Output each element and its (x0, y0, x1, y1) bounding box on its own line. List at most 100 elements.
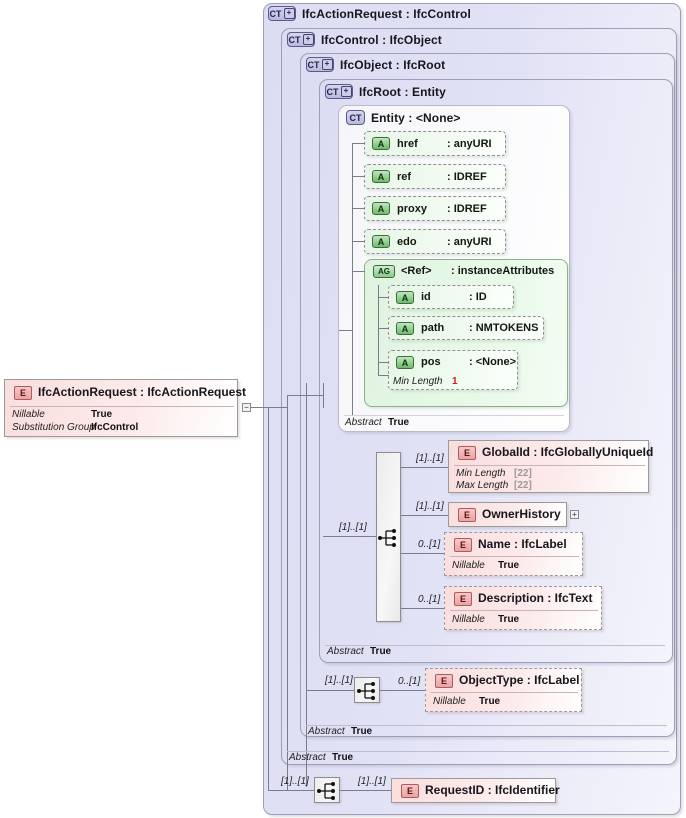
root-element-title: IfcActionRequest : IfcActionRequest (38, 385, 247, 399)
sequence-icon-ifcobject[interactable] (354, 677, 380, 703)
panel-title-entity: Entity : <None> (371, 111, 461, 125)
sequence-icon-root[interactable] (314, 777, 340, 803)
attribute-path[interactable]: A path : NMTOKENS (388, 316, 544, 340)
ifcobject-abstract-value: True (351, 726, 373, 737)
element-icon: E (435, 674, 453, 688)
attribute-icon: A (396, 322, 414, 335)
attribute-name: proxy (397, 203, 427, 215)
element-title: OwnerHistory (482, 507, 561, 521)
expand-icon[interactable]: + (302, 34, 314, 45)
connector-href (352, 143, 365, 144)
element-requestid[interactable]: E RequestID : IfcIdentifier (391, 778, 560, 803)
sequence-icon-ifcroot[interactable] (376, 452, 401, 622)
attribute-type: : IDREF (447, 203, 487, 215)
attribute-type: : <None> (469, 356, 517, 368)
root-element-prop-value-1: IfcControl (91, 422, 139, 433)
ownerhistory-expand-toggle[interactable]: + (570, 510, 579, 519)
attribute-icon: A (396, 291, 414, 304)
element-prop-key-0: Nillable (452, 614, 485, 625)
attribute-group-name: <Ref> (401, 265, 432, 277)
entity-abstract-value: True (388, 417, 410, 428)
attribute-pos[interactable]: A pos : <None> Min Length 1 (388, 350, 518, 390)
connector-id (378, 297, 389, 298)
expand-icon[interactable]: + (321, 59, 333, 70)
connector-objecttype (380, 690, 426, 691)
attribute-type: : IDREF (447, 171, 487, 183)
connector-proxy (352, 208, 365, 209)
panel-title-ifcroot: IfcRoot : Entity (359, 85, 446, 99)
element-icon: E (401, 784, 419, 798)
attribute-ref[interactable]: A ref : IDREF (364, 164, 506, 189)
connector-root-seq-v (268, 407, 269, 791)
connector-requestid (340, 790, 392, 791)
complextype-icon-ifccontrol[interactable]: CT+ (287, 32, 315, 47)
ifcroot-abstract-rule (325, 645, 665, 646)
element-icon: E (458, 446, 476, 460)
element-ownerhistory[interactable]: E OwnerHistory (448, 502, 567, 527)
connector-into-root-seq (268, 790, 315, 791)
root-element-box[interactable]: E IfcActionRequest : IfcActionRequest Ni… (4, 379, 246, 437)
connector-attr-trunk-in (339, 330, 353, 331)
connector-ref (352, 176, 365, 177)
connector-stack-h1 (287, 395, 323, 396)
occurrence-ownerhistory: [1]..[1] (416, 501, 444, 512)
attribute-prop-value: 1 (452, 376, 458, 387)
attribute-type: : anyURI (447, 236, 492, 248)
element-name[interactable]: E Name : IfcLabel Nillable True (444, 532, 583, 576)
attribute-name: pos (421, 356, 441, 368)
connector-pos (378, 362, 389, 363)
connector-entity-trunk (306, 383, 307, 787)
element-prop-value-0: [22] (514, 468, 532, 479)
connector-root-to-panels (251, 407, 287, 408)
connector-ifcobject-trunk (287, 395, 288, 790)
occurrence-globalid: [1]..[1] (416, 453, 444, 464)
attribute-prop-key: Min Length (393, 376, 443, 387)
panel-title-ifccontrol: IfcControl : IfcObject (321, 33, 442, 47)
attribute-type: : ID (469, 291, 487, 303)
element-prop-value-0: True (498, 614, 520, 625)
connector-globalid (401, 467, 449, 468)
connector-path (378, 328, 389, 329)
attribute-id[interactable]: A id : ID (388, 285, 514, 309)
element-icon: E (458, 508, 476, 522)
ifccontrol-abstract-key: Abstract (289, 752, 326, 763)
occurrence-requestid: [1]..[1] (358, 776, 386, 787)
attribute-href[interactable]: A href : anyURI (364, 131, 506, 156)
occurrence-root-sequence: [1]..[1] (281, 776, 309, 787)
entity-abstract-rule (344, 415, 564, 416)
occurrence-objecttype: 0..[1] (398, 676, 421, 687)
element-prop-key-0: Min Length (456, 468, 506, 479)
complextype-icon-ifcactionrequest[interactable]: CT+ (268, 6, 296, 21)
element-objecttype[interactable]: E ObjectType : IfcLabel Nillable True (425, 668, 582, 712)
attribute-proxy[interactable]: A proxy : IDREF (364, 196, 506, 221)
element-title: GlobalId : IfcGloballyUniqueId (482, 445, 654, 459)
connector-into-ifcroot-seq (323, 536, 377, 537)
complextype-icon-ifcroot[interactable]: CT+ (325, 84, 353, 99)
complextype-icon-entity[interactable]: CT (346, 110, 365, 125)
attribute-name: path (421, 322, 445, 334)
element-globalid[interactable]: E GlobalId : IfcGloballyUniqueId Min Len… (448, 440, 653, 493)
attribute-edo[interactable]: A edo : anyURI (364, 229, 506, 254)
ifccontrol-abstract-rule (287, 751, 669, 752)
complextype-icon-ifcobject[interactable]: CT+ (306, 57, 334, 72)
expand-icon[interactable]: + (340, 86, 352, 97)
element-prop-value-0: True (479, 696, 501, 707)
attribute-icon: A (372, 202, 390, 215)
element-prop-key-1: Max Length (456, 480, 509, 491)
panel-title-ifcactionrequest: IfcActionRequest : IfcControl (302, 7, 471, 21)
panel-title-ifcobject: IfcObject : IfcRoot (340, 58, 446, 72)
attribute-name: edo (397, 236, 417, 248)
root-element-prop-value-0: True (91, 409, 113, 420)
attribute-icon: A (372, 170, 390, 183)
connector-refgroup (352, 271, 365, 272)
expand-icon[interactable]: + (283, 8, 295, 19)
occurrence-ifcobject-sequence: [1]..[1] (325, 675, 353, 686)
element-description[interactable]: E Description : IfcText Nillable True (444, 586, 602, 630)
root-collapse-toggle[interactable]: − (242, 403, 251, 412)
element-prop-key-0: Nillable (452, 560, 485, 571)
element-title: ObjectType : IfcLabel (459, 673, 580, 687)
attribute-name: ref (397, 171, 412, 183)
attribute-icon: A (372, 235, 390, 248)
connector-ag-bottom (378, 375, 389, 376)
